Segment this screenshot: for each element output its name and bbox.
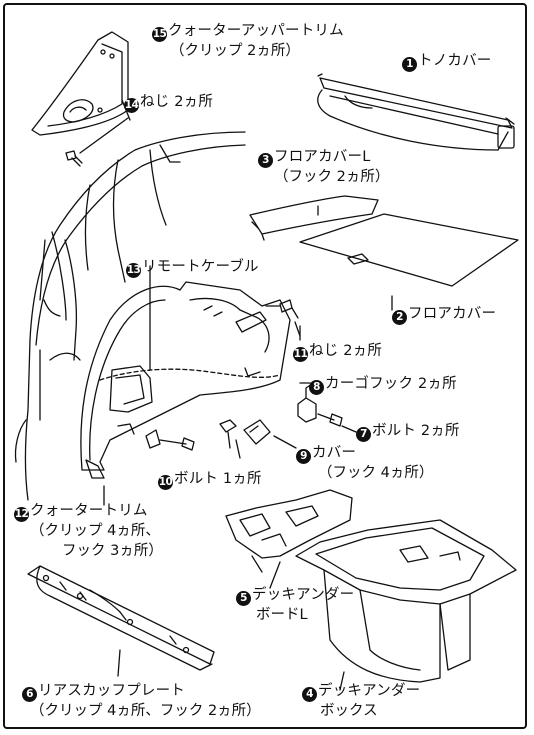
callout-14-badge: 14 <box>124 98 139 113</box>
label-floor-cover-l-text: フロアカバーL <box>274 149 371 165</box>
label-quarter-trim-note: （クリップ 4ヵ所、 <box>30 523 160 539</box>
label-quarter-upper-trim-note: （クリップ 2ヵ所） <box>170 43 300 59</box>
label-tonneau-cover-text: トノカバー <box>418 53 492 69</box>
label-rear-scuff-plate-text: リアスカッフプレート <box>38 683 185 699</box>
screw-11-part <box>265 299 299 319</box>
label-quarter-trim-note-2: フック 3ヵ所） <box>62 543 163 559</box>
callout-3-badge: 3 <box>258 153 273 168</box>
callout-6-badge: 6 <box>22 687 37 702</box>
leader-lines <box>103 99 393 506</box>
quarter-upper-trim-part <box>31 31 129 136</box>
callout-4-badge: 4 <box>302 687 317 702</box>
label-rear-scuff-plate-note: （クリップ 4ヵ所、フック 2ヵ所） <box>30 703 261 719</box>
diagram-border <box>3 3 527 729</box>
callout-13-badge: 13 <box>126 263 141 278</box>
label-quarter-trim-text: クォータートリム <box>30 503 148 519</box>
label-quarter-upper-trim-text: クォーターアッパートリム <box>168 23 344 39</box>
callout-7-badge: 7 <box>356 427 371 442</box>
callout-9-badge: 9 <box>296 449 311 464</box>
label-floor-cover-l-note: （フック 2ヵ所） <box>274 169 390 185</box>
label-cover-text: カバー <box>312 445 357 461</box>
callout-5-badge: 5 <box>236 591 251 606</box>
label-cover-note: （フック 4ヵ所） <box>318 465 434 481</box>
label-screw-11-text: ねじ 2ヵ所 <box>309 343 383 359</box>
label-cargo-hook-text: カーゴフック 2ヵ所 <box>325 376 457 392</box>
rear-scuff-plate-part <box>27 565 215 677</box>
callout-1-badge: 1 <box>402 57 417 72</box>
label-deck-under-box-line2: ボックス <box>320 703 378 719</box>
label-floor-cover-text: フロアカバー <box>408 306 497 322</box>
bolt-10-part <box>219 419 237 449</box>
label-deck-under-box-text: デッキアンダー <box>318 683 421 699</box>
deck-under-board-l-part <box>225 489 353 589</box>
callout-11-badge: 11 <box>293 347 308 362</box>
vehicle-body-outline <box>14 131 246 501</box>
floor-cover-l-part <box>249 195 379 241</box>
label-screw-14-text: ねじ 2ヵ所 <box>140 94 214 110</box>
label-bolt-2-text: ボルト 2ヵ所 <box>372 423 460 439</box>
callout-10-badge: 10 <box>158 475 173 490</box>
callout-12-badge: 12 <box>14 507 29 522</box>
callout-15-badge: 15 <box>152 27 167 42</box>
quarter-trim-part <box>80 281 291 479</box>
floor-cover-part <box>299 213 519 287</box>
deck-under-box-part <box>295 519 517 691</box>
label-deck-under-board-l-line2: ボードL <box>256 607 308 623</box>
tonneau-cover-part <box>317 73 515 151</box>
label-bolt-1-text: ボルト 1ヵ所 <box>174 471 262 487</box>
label-remote-cable-text: リモートケーブル <box>142 259 259 275</box>
callout-8-badge: 8 <box>309 380 324 395</box>
bolt-7-part <box>159 413 343 451</box>
cargo-hook-part <box>145 383 317 449</box>
label-deck-under-board-l-text: デッキアンダー <box>252 587 355 603</box>
screw-14-part <box>65 117 129 167</box>
callout-2-badge: 2 <box>392 310 407 325</box>
cover-9-part <box>243 419 271 445</box>
